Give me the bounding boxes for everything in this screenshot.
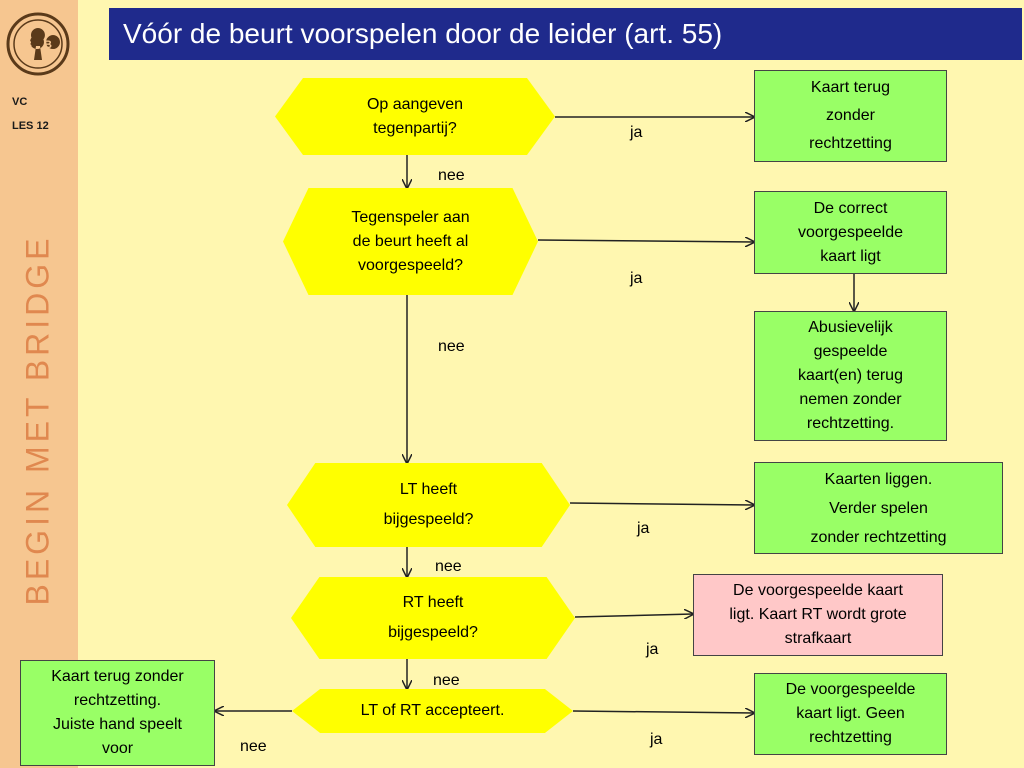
side-label-les: LES 12 bbox=[12, 120, 49, 132]
label-ja-2: ja bbox=[630, 270, 643, 287]
result-abusievelijk: Abusievelijk gespeelde kaart(en) terug n… bbox=[754, 311, 947, 441]
arrow-q4-r4 bbox=[574, 614, 693, 617]
club-icon bbox=[30, 28, 60, 60]
result-kaarten-liggen: Kaarten liggen. Verder spelen zonder rec… bbox=[754, 462, 1003, 554]
arrow-q2-r2 bbox=[537, 240, 754, 242]
arrow-q3-r3 bbox=[569, 503, 754, 505]
question-accepteert: LT of RT accepteert. bbox=[292, 689, 573, 733]
result-juiste-hand-text: Kaart terug zonder rechtzetting. Juiste … bbox=[51, 668, 184, 757]
question-tegenspeler: Tegenspeler aan de beurt heeft al voorge… bbox=[283, 188, 538, 295]
result-kaart-terug-text: Kaart terug zonder rechtzetting bbox=[809, 79, 892, 152]
page-title: Vóór de beurt voorspelen door de leider … bbox=[109, 8, 1022, 60]
result-correct-voorgespeeld: De correct voorgespeelde kaart ligt bbox=[754, 191, 947, 274]
question-lt-text: LT heeft bijgespeeld? bbox=[383, 481, 474, 528]
question-rt-text: RT heeft bijgespeeld? bbox=[388, 594, 478, 641]
label-ja-3: ja bbox=[637, 520, 650, 537]
bmb-logo: B B bbox=[6, 12, 70, 76]
result-kaarten-liggen-text: Kaarten liggen. Verder spelen zonder rec… bbox=[810, 470, 947, 546]
sidebar: B B VC LES 12 BEGIN MET BRIDGE bbox=[0, 0, 78, 768]
label-nee-1: nee bbox=[438, 167, 465, 184]
label-nee-5: nee bbox=[240, 738, 267, 755]
label-nee-3: nee bbox=[435, 558, 462, 575]
svg-text:B: B bbox=[24, 39, 32, 51]
result-abusievelijk-text: Abusievelijk gespeelde kaart(en) terug n… bbox=[798, 319, 903, 432]
label-ja-5: ja bbox=[650, 731, 663, 748]
result-strafkaart: De voorgespeelde kaart ligt. Kaart RT wo… bbox=[693, 574, 943, 656]
question-aangeven-text: Op aangeven tegenpartij? bbox=[366, 95, 464, 137]
result-strafkaart-text: De voorgespeelde kaart ligt. Kaart RT wo… bbox=[729, 582, 907, 647]
result-correct-text: De correct voorgespeelde kaart ligt bbox=[798, 199, 903, 265]
question-tegenspeler-text: Tegenspeler aan de beurt heeft al voorge… bbox=[351, 208, 470, 274]
arrow-q5-r5 bbox=[572, 711, 754, 713]
question-rt-bijgespeeld: RT heeft bijgespeeld? bbox=[291, 577, 575, 659]
label-nee-4: nee bbox=[433, 672, 460, 689]
side-label-vc: VC bbox=[12, 96, 28, 108]
question-aangeven: Op aangeven tegenpartij? bbox=[275, 78, 555, 155]
question-lt-bijgespeeld: LT heeft bijgespeeld? bbox=[287, 463, 570, 547]
label-ja-4: ja bbox=[646, 641, 659, 658]
result-geen-text: De voorgespeelde kaart ligt. Geen rechtz… bbox=[785, 681, 916, 746]
result-juiste-hand: Kaart terug zonder rechtzetting. Juiste … bbox=[20, 660, 215, 766]
result-geen-rechtzetting: De voorgespeelde kaart ligt. Geen rechtz… bbox=[754, 673, 947, 755]
question-accepteert-text: LT of RT accepteert. bbox=[360, 702, 505, 719]
svg-text:B: B bbox=[44, 39, 52, 51]
label-nee-2: nee bbox=[438, 338, 465, 355]
result-kaart-terug: Kaart terug zonder rechtzetting bbox=[754, 70, 947, 162]
label-ja-1: ja bbox=[630, 124, 643, 141]
